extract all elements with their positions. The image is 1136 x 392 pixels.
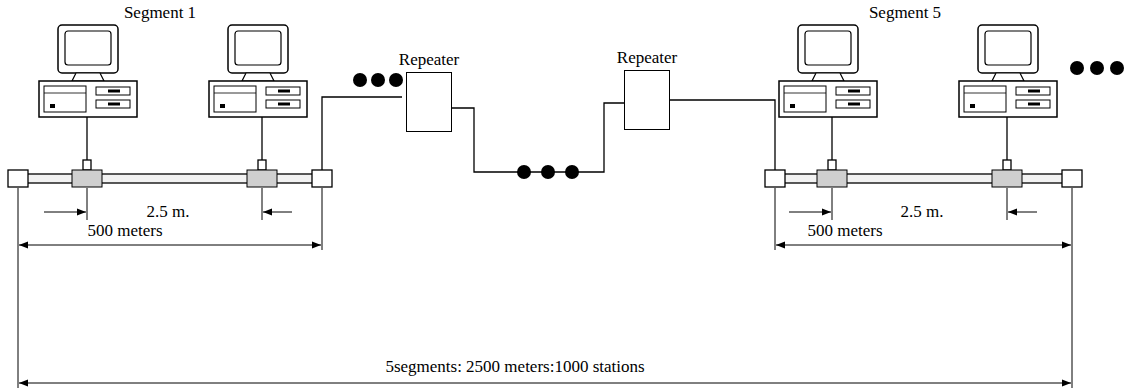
computer <box>959 25 1057 117</box>
dimension-line <box>18 188 1072 388</box>
link-cable <box>666 100 775 170</box>
dimension-label: 500 meters <box>807 221 882 241</box>
repeater-link <box>452 103 624 172</box>
computer <box>779 25 877 117</box>
transceiver-cable <box>83 117 1011 170</box>
dimension-label: 2.5 m. <box>147 202 190 222</box>
computer <box>39 25 137 117</box>
link-cable <box>322 97 402 170</box>
repeater-label: Repeater <box>598 48 696 68</box>
repeater-box: Repeater <box>598 48 696 130</box>
repeater-box: Repeater <box>380 50 478 132</box>
repeater-label: Repeater <box>380 50 478 70</box>
repeater-body <box>406 72 452 132</box>
segment-label: Segment 1 <box>124 3 196 23</box>
computer <box>209 25 307 117</box>
ellipsis-dots <box>353 61 1124 179</box>
dimension-label: 2.5 m. <box>901 202 944 222</box>
dimension-label: 500 meters <box>87 221 162 241</box>
dimension-label: 5segments: 2500 meters:1000 stations <box>385 357 644 377</box>
segment-label: Segment 5 <box>869 3 941 23</box>
repeater-body <box>624 70 670 130</box>
